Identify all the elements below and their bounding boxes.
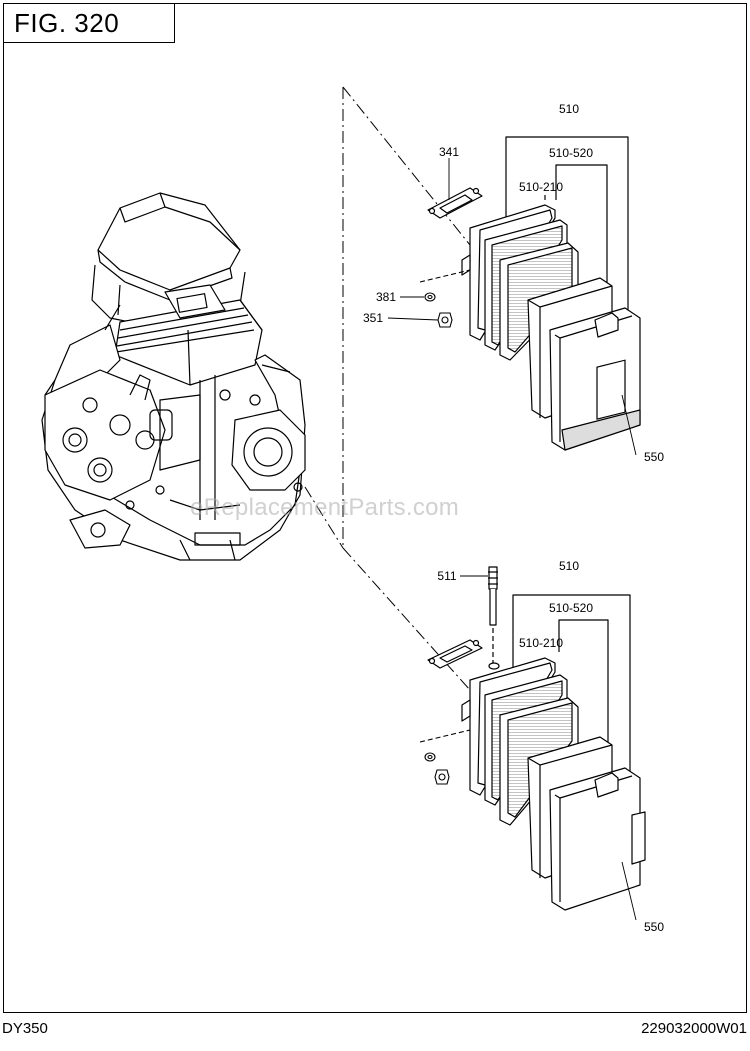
upper-air-cleaner <box>427 136 641 451</box>
lower-hardware <box>419 729 471 785</box>
lower-leader-lines <box>460 575 637 921</box>
callout-550-lower: 550 <box>644 920 664 934</box>
callout-510-520-lower: 510-520 <box>549 601 593 615</box>
figure-title: FIG. 320 <box>14 8 120 38</box>
callout-510-upper: 510 <box>559 102 579 116</box>
engine-illustration <box>41 192 306 561</box>
lower-assembly-line <box>342 547 471 691</box>
footer-code: 229032000W01 <box>641 1020 747 1037</box>
callout-510-520-upper: 510-520 <box>549 146 593 160</box>
footer-model: DY350 <box>2 1020 48 1037</box>
callout-510-210-lower: 510-210 <box>519 636 563 650</box>
callout-341: 341 <box>439 145 459 159</box>
callout-511: 511 <box>437 569 456 583</box>
callout-550-upper: 550 <box>644 450 664 464</box>
upper-leader-lines <box>387 158 637 456</box>
callout-381: 381 <box>376 290 396 304</box>
callout-510-210-upper: 510-210 <box>519 180 563 194</box>
callout-351: 351 <box>363 311 383 325</box>
callout-510-lower: 510 <box>559 559 579 573</box>
engine-connector-line <box>304 486 344 549</box>
upper-hardware <box>419 269 471 328</box>
lower-air-cleaner <box>427 566 646 911</box>
upper-assembly-line <box>342 86 471 246</box>
figure-title-box: FIG. 320 <box>3 3 175 43</box>
watermark: eReplacementParts.com <box>190 494 460 521</box>
